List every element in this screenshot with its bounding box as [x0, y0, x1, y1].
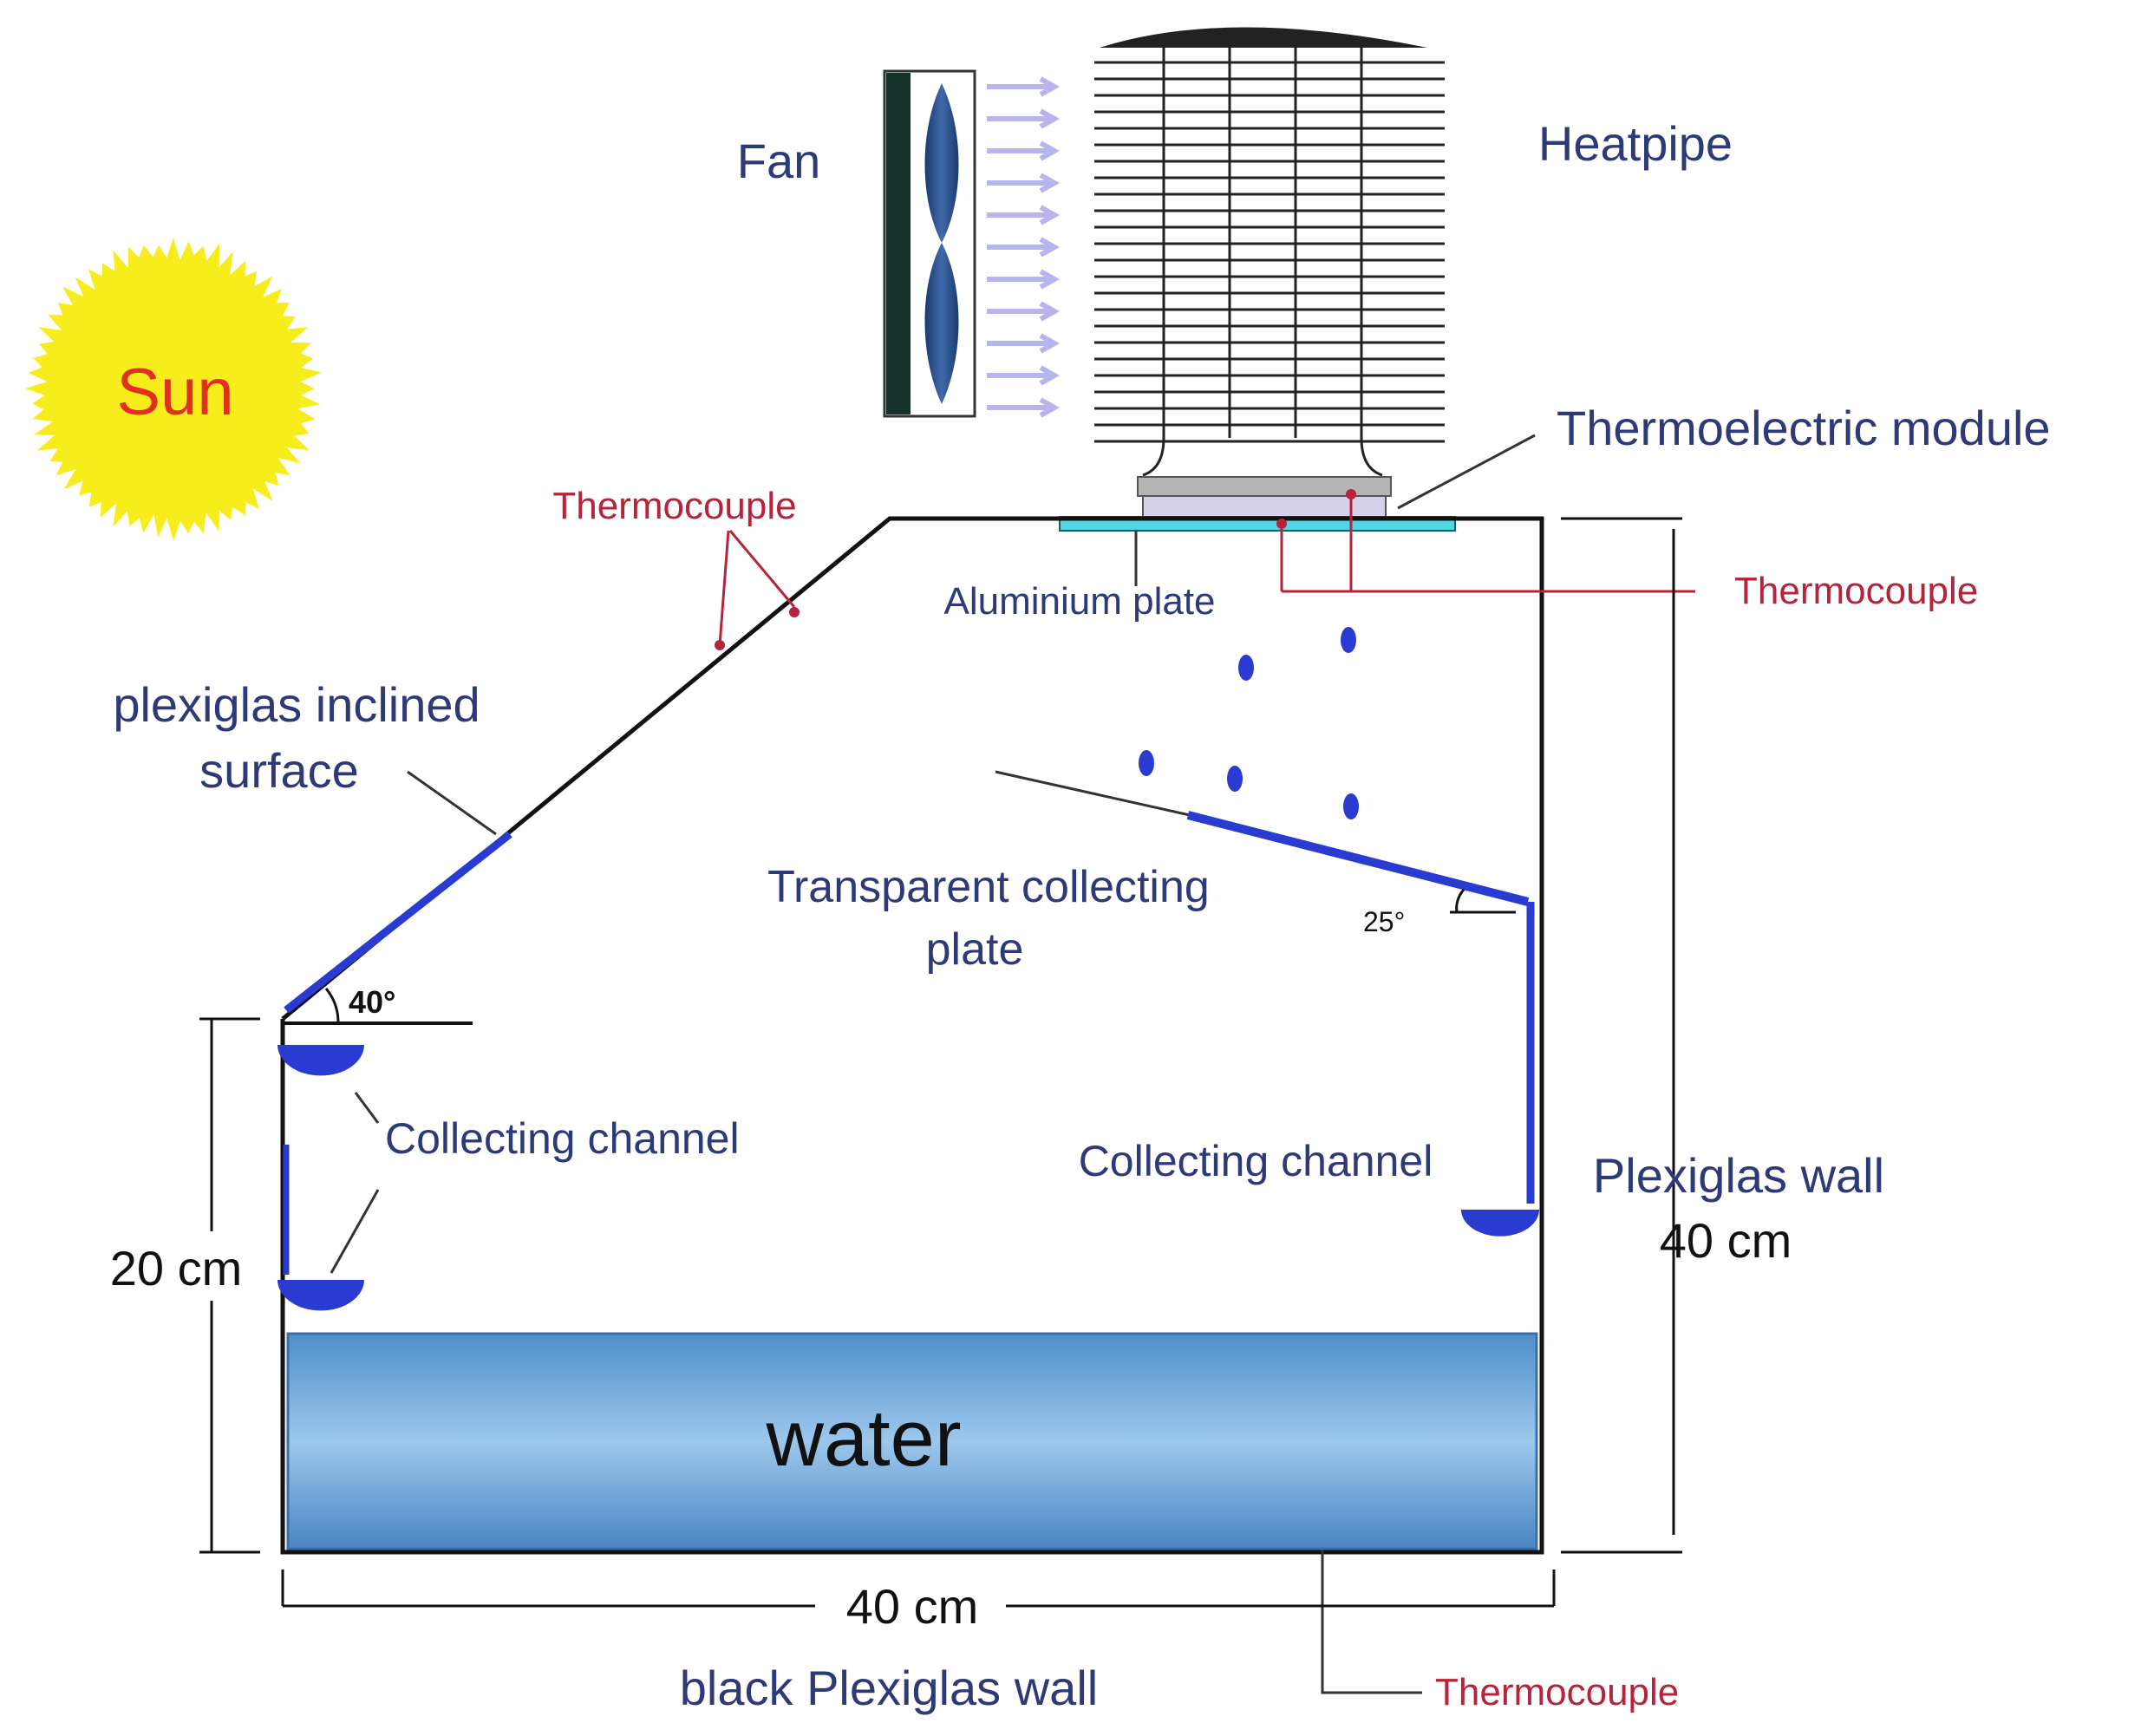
inclined-surface-label-line1: plexiglas inclined [113, 677, 480, 732]
dimensions: 20 cm Plexiglas wall 40 cm 40 cm black P… [110, 517, 1884, 1715]
collecting-channel-right-label: Collecting channel [1079, 1137, 1433, 1185]
fan-blade-icon [924, 83, 959, 404]
droplet [1341, 627, 1356, 653]
collecting-channels: Collecting channel Collecting channel [277, 1045, 1539, 1311]
collecting-channel-left-lower [277, 1280, 364, 1311]
airflow-arrow-icon [987, 140, 1061, 161]
heatpipe-cap [1100, 27, 1427, 48]
angle-arc-25 [1455, 888, 1465, 913]
thermocouple-bottom-label: Thermocouple [1435, 1671, 1679, 1713]
water-body [286, 1332, 1538, 1550]
aluminium-plate-label: Aluminium plate [943, 580, 1215, 623]
fan-label: Fan [737, 134, 821, 188]
thermocouple-probe [1346, 489, 1356, 499]
water-label: water [766, 1394, 962, 1483]
water-basin: water [286, 1332, 1538, 1550]
collecting-plate-thick [1186, 811, 1530, 906]
airflow-arrows [987, 76, 1061, 418]
airflow-arrow-icon [987, 301, 1061, 322]
airflow-arrow-icon [987, 205, 1061, 225]
heatpipe-fins [1094, 61, 1445, 443]
inclined-plexiglas-strip [284, 831, 512, 1014]
thermocouple-leader [718, 530, 730, 646]
heatpipe: Heatpipe [1094, 27, 1733, 477]
collecting-plate: 25° Transparent collecting plate [767, 770, 1535, 1204]
airflow-arrow-icon [987, 397, 1061, 418]
thermoelectric-leader [1397, 434, 1536, 510]
collecting-plate-label-line1: Transparent collecting [767, 862, 1210, 912]
channel-leader [330, 1189, 380, 1274]
thermocouple-probe [1276, 519, 1287, 529]
heatpipe-label: Heatpipe [1538, 116, 1733, 171]
thermocouple-wire [1321, 1485, 1422, 1694]
heatpipe-neck [1142, 437, 1383, 477]
plexiglas-wall-label: Plexiglas wall [1593, 1148, 1884, 1203]
droplet [1343, 793, 1359, 819]
airflow-arrow-icon [987, 76, 1061, 97]
collecting-plate-label-line2: plate [926, 924, 1024, 975]
thermoelectric-module-label: Thermoelectric module [1557, 401, 2051, 455]
collecting-plate-thin [995, 770, 1191, 817]
collecting-channel-left-upper [277, 1045, 364, 1076]
angle-arc-40 [324, 988, 340, 1024]
condensate-droplets [1139, 627, 1359, 819]
left-height-label: 20 cm [110, 1241, 243, 1295]
bottom-wall-label: black Plexiglas wall [680, 1661, 1098, 1715]
airflow-arrow-icon [987, 173, 1061, 193]
thermoelectric-module [1142, 495, 1387, 518]
droplet [1238, 655, 1254, 681]
sun-label: Sun [116, 356, 233, 429]
angle-40-label: 40° [349, 984, 395, 1020]
sun-shape [24, 238, 323, 541]
channel-leader [354, 1092, 380, 1124]
thermocouple-leader [728, 530, 796, 608]
thermocouple-right-label: Thermocouple [1734, 570, 1978, 612]
right-height-label: 40 cm [1660, 1213, 1792, 1268]
thermocouples: Thermocouple Thermocouple Thermocouple [552, 485, 1978, 1713]
fan: Fan [737, 69, 1061, 418]
droplet [1227, 766, 1243, 792]
airflow-arrow-icon [987, 237, 1061, 258]
collecting-channel-right [1461, 1210, 1539, 1237]
droplet [1139, 750, 1154, 776]
inclined-surface-leader [407, 770, 497, 836]
inclined-surface-label-line2: surface [199, 743, 359, 798]
thermocouple-probe [789, 607, 800, 617]
angle-25-label: 25° [1363, 906, 1405, 937]
collecting-channel-left-label: Collecting channel [385, 1114, 740, 1163]
airflow-arrow-icon [987, 108, 1061, 129]
fan-back-plate [886, 73, 911, 414]
airflow-arrow-icon [987, 269, 1061, 290]
airflow-arrow-icon [987, 365, 1061, 386]
airflow-arrow-icon [987, 333, 1061, 354]
thermocouple-probe [715, 640, 725, 650]
thermocouple-top-left-label: Thermocouple [552, 485, 796, 527]
sun: Sun [24, 238, 323, 541]
width-label: 40 cm [846, 1579, 979, 1634]
thermoelectric-assembly: Thermoelectric module Aluminium plate [943, 401, 2050, 623]
